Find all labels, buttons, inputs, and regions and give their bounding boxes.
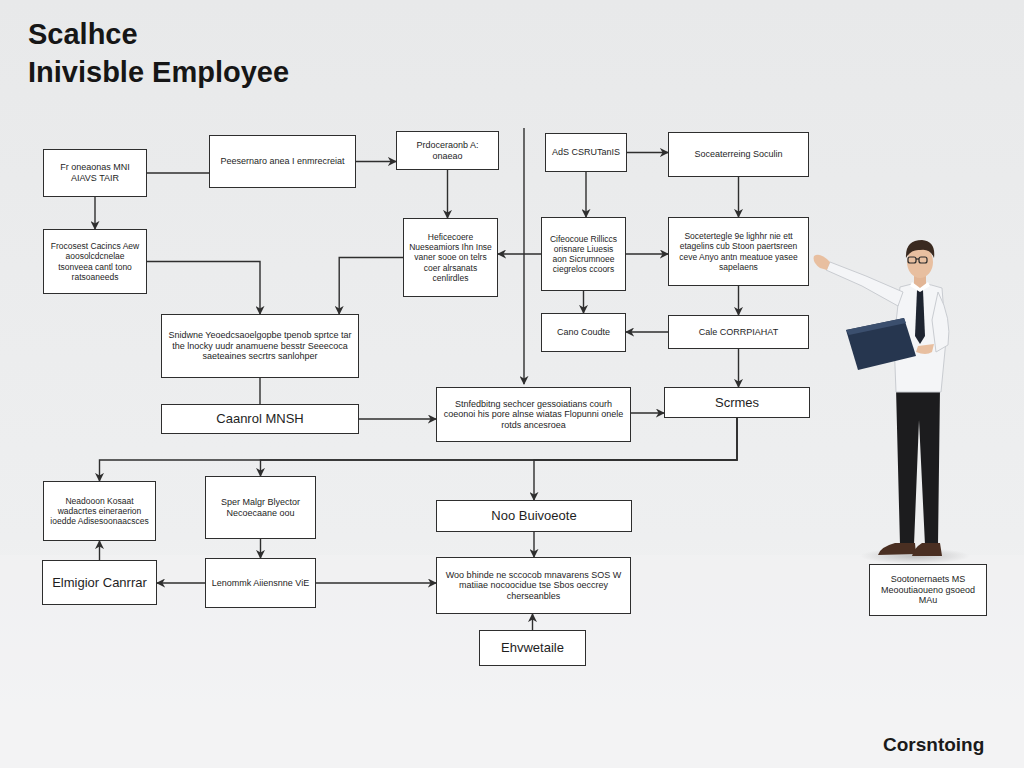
flow-connector — [147, 262, 260, 315]
process-box: AdS CSRUTanIS — [545, 133, 627, 172]
process-box: Lenommk Aiiensnne ViE — [205, 558, 316, 608]
process-box: Neadooon Kosaat wadacrtes eineraerion io… — [43, 481, 156, 541]
flow-connector — [94, 197, 95, 229]
process-box: Heficecoere Nueseamiors Ihn Inse vaner s… — [403, 218, 498, 297]
flow-connector — [585, 172, 586, 217]
box-text: Sper Malgr Blyector Necoecaane oou — [211, 497, 310, 518]
process-box: Cano Coudte — [541, 313, 626, 352]
box-text: Sootonernaets MS Meooutiaoueno gsoeod MA… — [875, 574, 981, 606]
box-text: Lenommk Aiiensnne ViE — [212, 578, 309, 589]
box-text: Woo bhinde ne sccocob mnavarens SOS W ma… — [442, 570, 625, 602]
process-box: Fr oneaonas MNI AIAVS TAIR — [43, 149, 147, 197]
process-box: Stnfedbitng sechcer gessoiatians courh c… — [436, 387, 631, 442]
process-box: Caanrol MNSH — [161, 404, 359, 434]
flow-connector — [738, 177, 739, 217]
process-box: Cale CORRPIAHAT — [668, 315, 809, 349]
flow-connector — [359, 418, 436, 419]
process-box: Sper Malgr Blyector Necoecaane oou — [205, 476, 316, 539]
process-box: Noo Buivoeote — [436, 500, 632, 532]
box-text: Neadooon Kosaat wadacrtes eineraerion io… — [49, 496, 150, 526]
floor — [0, 555, 1024, 768]
process-box: Socetertegle 9e lighhr nie ett etagelins… — [668, 217, 809, 286]
flow-connector — [316, 582, 436, 583]
flow-connector — [260, 539, 261, 558]
box-text: Cano Coudte — [557, 327, 610, 338]
box-text: AdS CSRUTanIS — [552, 147, 620, 158]
feed-line — [524, 128, 525, 384]
flow-connector — [738, 349, 739, 387]
box-text: Stnfedbitng sechcer gessoiatians courh c… — [442, 399, 625, 431]
box-text: Cale CORRPIAHAT — [699, 327, 778, 338]
flow-connector — [631, 412, 664, 413]
presenter-figure — [814, 240, 970, 564]
flow-connector — [626, 253, 668, 254]
flow-connector — [498, 253, 541, 254]
process-box: Prdoceraonb A: onaeao — [396, 131, 499, 170]
process-box: Ehvwetaile — [479, 630, 586, 666]
box-text: Peesernaro anea I enmrecreiat — [220, 156, 344, 167]
flow-connector — [99, 541, 100, 560]
flow-connector — [533, 532, 534, 557]
process-box: Soceaterreing Soculin — [668, 132, 809, 177]
box-text: Scrmes — [715, 395, 759, 410]
box-text: Snidwne Yeoedcsaoelgopbe tpenob sprtce t… — [167, 330, 353, 362]
connector-layer — [95, 153, 739, 631]
box-text: Prdoceraonb A: onaeao — [402, 140, 493, 161]
box-text: Caanrol MNSH — [216, 411, 303, 426]
flow-connector — [627, 152, 668, 153]
flow-connector — [157, 582, 205, 583]
flow-connector — [583, 291, 584, 313]
flow-connector — [147, 172, 209, 173]
flow-connector — [532, 614, 533, 630]
box-text: Noo Buivoeote — [491, 508, 576, 523]
flow-connector — [738, 286, 739, 315]
flow-connector — [356, 161, 396, 162]
process-box: Snidwne Yeoedcsaoelgopbe tpenob sprtce t… — [161, 314, 359, 378]
watermark-label: Corsntoing — [883, 734, 984, 756]
box-text: Ehvwetaile — [501, 640, 564, 655]
flow-connector — [447, 170, 448, 218]
flow-connector — [626, 331, 668, 332]
process-box: Frocosest Cacincs Aew aoosolcdcnelae tso… — [43, 229, 147, 294]
flow-connector — [259, 378, 260, 404]
box-text: Heficecoere Nueseamiors Ihn Inse vaner s… — [409, 232, 492, 282]
box-text: Frocosest Cacincs Aew aoosolcdcnelae tso… — [49, 241, 141, 281]
process-box: Woo bhinde ne sccocob mnavarens SOS W ma… — [436, 557, 631, 614]
process-box: Elmigior Canrrar — [42, 560, 157, 605]
box-text: Socetertegle 9e lighhr nie ett etagelins… — [674, 231, 803, 271]
process-box: Sootonernaets MS Meooutiaoueno gsoeod MA… — [869, 564, 987, 616]
box-text: Elmigior Canrrar — [52, 575, 147, 590]
box-text: Cifeocoue Rilliccs orisnare Liuesis aon … — [547, 234, 620, 274]
process-box: Scrmes — [664, 387, 810, 418]
diagram-title: Scalhce Inivisble Employee — [28, 16, 289, 91]
box-text: Fr oneaonas MNI AIAVS TAIR — [49, 162, 141, 183]
process-box: Cifeocoue Rilliccs orisnare Liuesis aon … — [541, 217, 626, 291]
flow-connector — [339, 258, 403, 315]
process-box: Peesernaro anea I enmrecreiat — [209, 135, 356, 188]
box-text: Soceaterreing Soculin — [694, 149, 782, 160]
